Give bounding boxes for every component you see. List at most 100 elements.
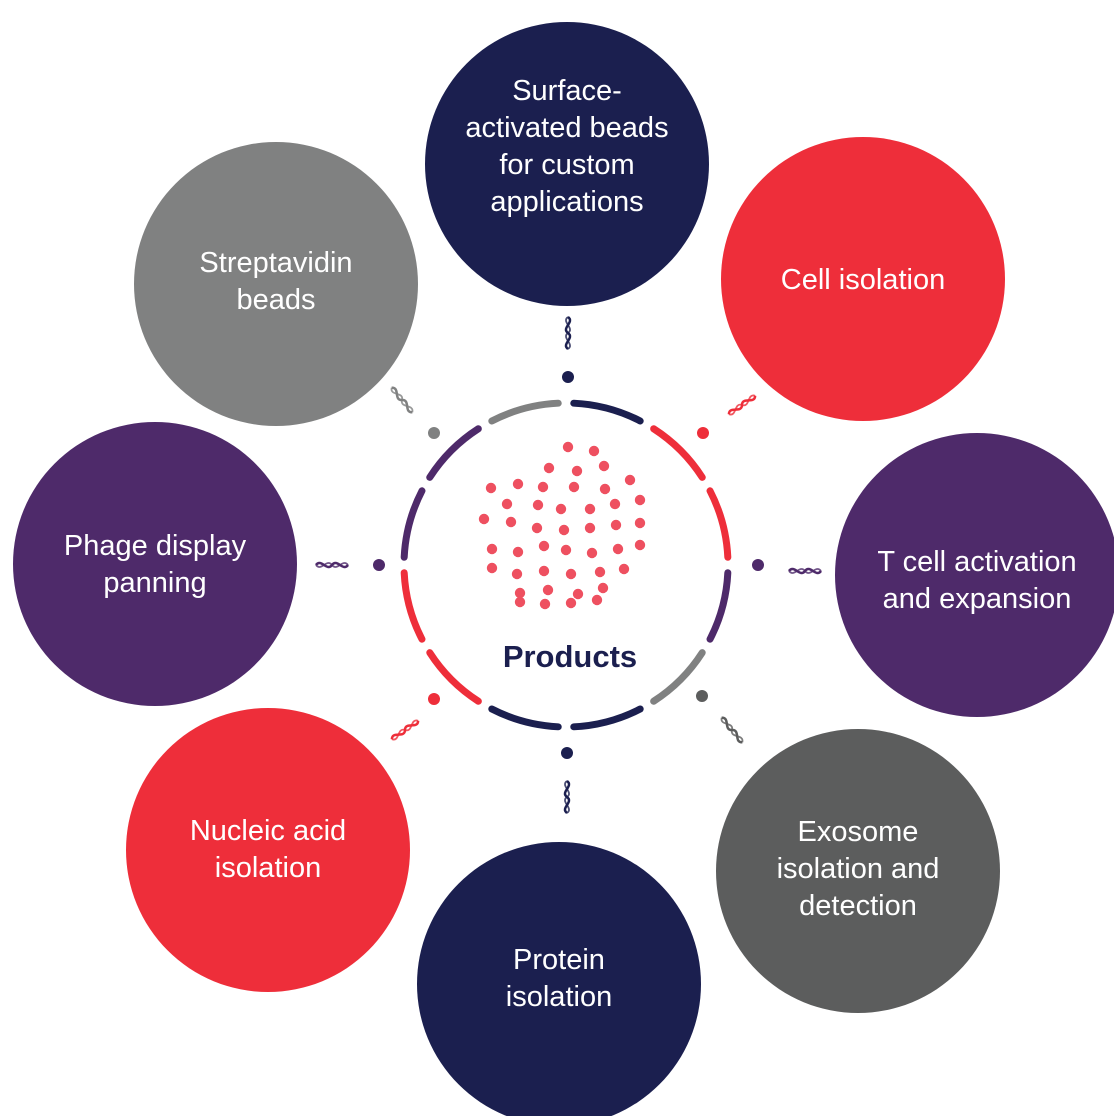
dna-strand-icon: [390, 386, 414, 414]
node-circle: [716, 729, 1000, 1013]
node-strep: Streptavidin beads: [134, 142, 418, 426]
bead-dot: [538, 565, 550, 577]
bead-dot: [560, 544, 572, 556]
node-label-line: Cell isolation: [781, 264, 945, 296]
ring-arc: [706, 487, 732, 561]
ring-arc: [570, 705, 644, 731]
node-label-line: applications: [490, 186, 643, 218]
dna-strand-icon: [390, 719, 420, 741]
node-label-line: Protein: [513, 944, 605, 976]
bead-dot: [597, 582, 609, 594]
node-nucleic: Nucleic acid isolation: [126, 708, 410, 992]
node-phage: Phage display panning: [13, 422, 297, 706]
node-label-line: Phage display: [64, 530, 247, 562]
node-label-line: panning: [103, 567, 206, 599]
connector-dot: [373, 559, 385, 571]
ring-arc: [650, 425, 706, 481]
bead-dot: [591, 594, 603, 606]
node-circle: [835, 433, 1114, 717]
bead-dot: [532, 499, 544, 511]
bead-dot: [598, 460, 610, 472]
bead-dot: [562, 441, 574, 453]
node-label-line: beads: [236, 284, 315, 316]
ring-arc: [650, 649, 706, 705]
bead-dot: [485, 482, 497, 494]
connector-dot: [696, 690, 708, 702]
bead-dot: [543, 462, 555, 474]
bead-dot: [610, 519, 622, 531]
bead-dot: [555, 503, 567, 515]
node-exosome: Exosome isolation and detection: [716, 729, 1000, 1013]
node-circle: [134, 142, 418, 426]
bead-dot: [565, 597, 577, 609]
ring-arc: [400, 569, 426, 643]
connector-dot: [697, 427, 709, 439]
dna-strand-icon: [564, 315, 572, 351]
bead-dot: [634, 494, 646, 506]
node-circle: [721, 137, 1005, 421]
node-label-line: isolation: [215, 852, 321, 884]
node-label-line: for custom: [499, 149, 634, 181]
bead-dot: [586, 547, 598, 559]
bead-dot: [618, 563, 630, 575]
bead-dot: [505, 516, 517, 528]
node-label-line: activated beads: [465, 112, 668, 144]
bead-dot: [478, 513, 490, 525]
bead-dot: [542, 584, 554, 596]
connector-dot: [752, 559, 764, 571]
node-label-line: Nucleic acid: [190, 815, 346, 847]
bead-dot: [594, 566, 606, 578]
bead-dot: [609, 498, 621, 510]
bead-dot: [512, 478, 524, 490]
bead-dot: [501, 498, 513, 510]
bead-dot: [537, 481, 549, 493]
node-surface: Surface-activated beads for custom applica…: [425, 22, 709, 306]
connector-dot: [561, 747, 573, 759]
bead-dot: [571, 465, 583, 477]
node-label-line: detection: [799, 890, 917, 922]
bead-dot: [486, 543, 498, 555]
bead-dot: [634, 517, 646, 529]
connector-dot: [428, 693, 440, 705]
ring-arc: [706, 569, 732, 643]
bead-dot: [599, 483, 611, 495]
center-ring: [400, 399, 732, 731]
node-circle: [425, 22, 709, 306]
bead-dot: [565, 568, 577, 580]
connectors: [314, 315, 823, 815]
dna-strand-icon: [787, 567, 823, 575]
dna-strand-icon: [314, 561, 350, 569]
bead-dot: [634, 539, 646, 551]
node-label-line: isolation and: [777, 853, 940, 885]
dna-strand-icon: [720, 716, 744, 744]
bead-dot: [514, 596, 526, 608]
node-label-line: Streptavidin: [199, 247, 352, 279]
bead-dot: [558, 524, 570, 536]
bead-dot: [624, 474, 636, 486]
ring-arc: [426, 649, 482, 705]
bead-dot: [568, 481, 580, 493]
bead-dot: [486, 562, 498, 574]
node-label-line: Surface-: [512, 75, 622, 107]
bead-dot: [514, 587, 526, 599]
dna-strand-icon: [563, 779, 571, 815]
bead-dot: [539, 598, 551, 610]
bead-dot: [511, 568, 523, 580]
bead-dot: [612, 543, 624, 555]
application-nodes: Surface-activated beads for custom applica…: [13, 22, 1114, 1116]
connector-dot: [428, 427, 440, 439]
ring-arc: [488, 705, 562, 731]
ring-arc: [488, 399, 562, 425]
bead-dot: [531, 522, 543, 534]
node-circle: [13, 422, 297, 706]
bead-dot: [584, 503, 596, 515]
bead-dot: [572, 588, 584, 600]
ring-arc: [400, 487, 426, 561]
node-label-line: Exosome: [798, 816, 919, 848]
ring-arc: [426, 425, 482, 481]
node-circle: [126, 708, 410, 992]
bead-dot: [588, 445, 600, 457]
